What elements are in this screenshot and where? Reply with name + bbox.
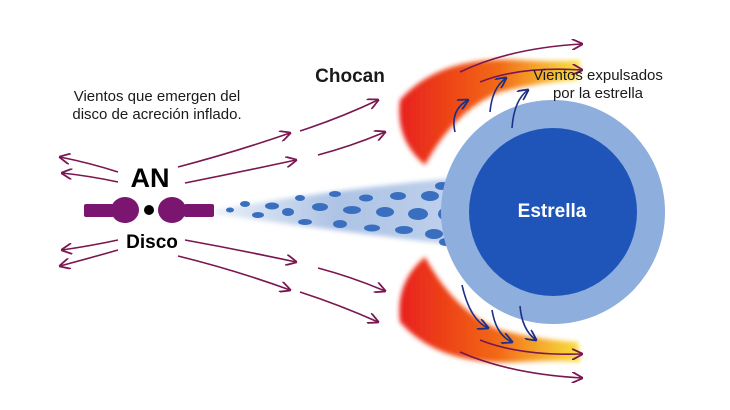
star-core — [469, 128, 637, 296]
disk-label: Disco — [126, 232, 178, 253]
gas-stream — [215, 178, 458, 246]
disk-wind-arrows-right — [177, 100, 385, 322]
black-hole-dot-icon — [144, 205, 154, 215]
shock-region-top — [399, 59, 580, 165]
shock-region-bottom — [399, 257, 580, 363]
star-winds-label: Vientos expulsados por la estrella — [533, 67, 663, 102]
star-wind-arrows-top — [453, 78, 528, 133]
collide-label: Chocan — [315, 66, 385, 87]
star-wind-arrows-bottom — [461, 284, 536, 342]
disk-winds-label: Vientos que emergen del disco de acreció… — [72, 88, 242, 123]
swept-wind-arrows — [459, 44, 582, 378]
black-hole-label: AN — [130, 163, 170, 193]
accretion-disk-icon — [84, 197, 214, 223]
disk-wind-arrows-left — [60, 157, 119, 266]
star-label: Estrella — [517, 201, 587, 222]
